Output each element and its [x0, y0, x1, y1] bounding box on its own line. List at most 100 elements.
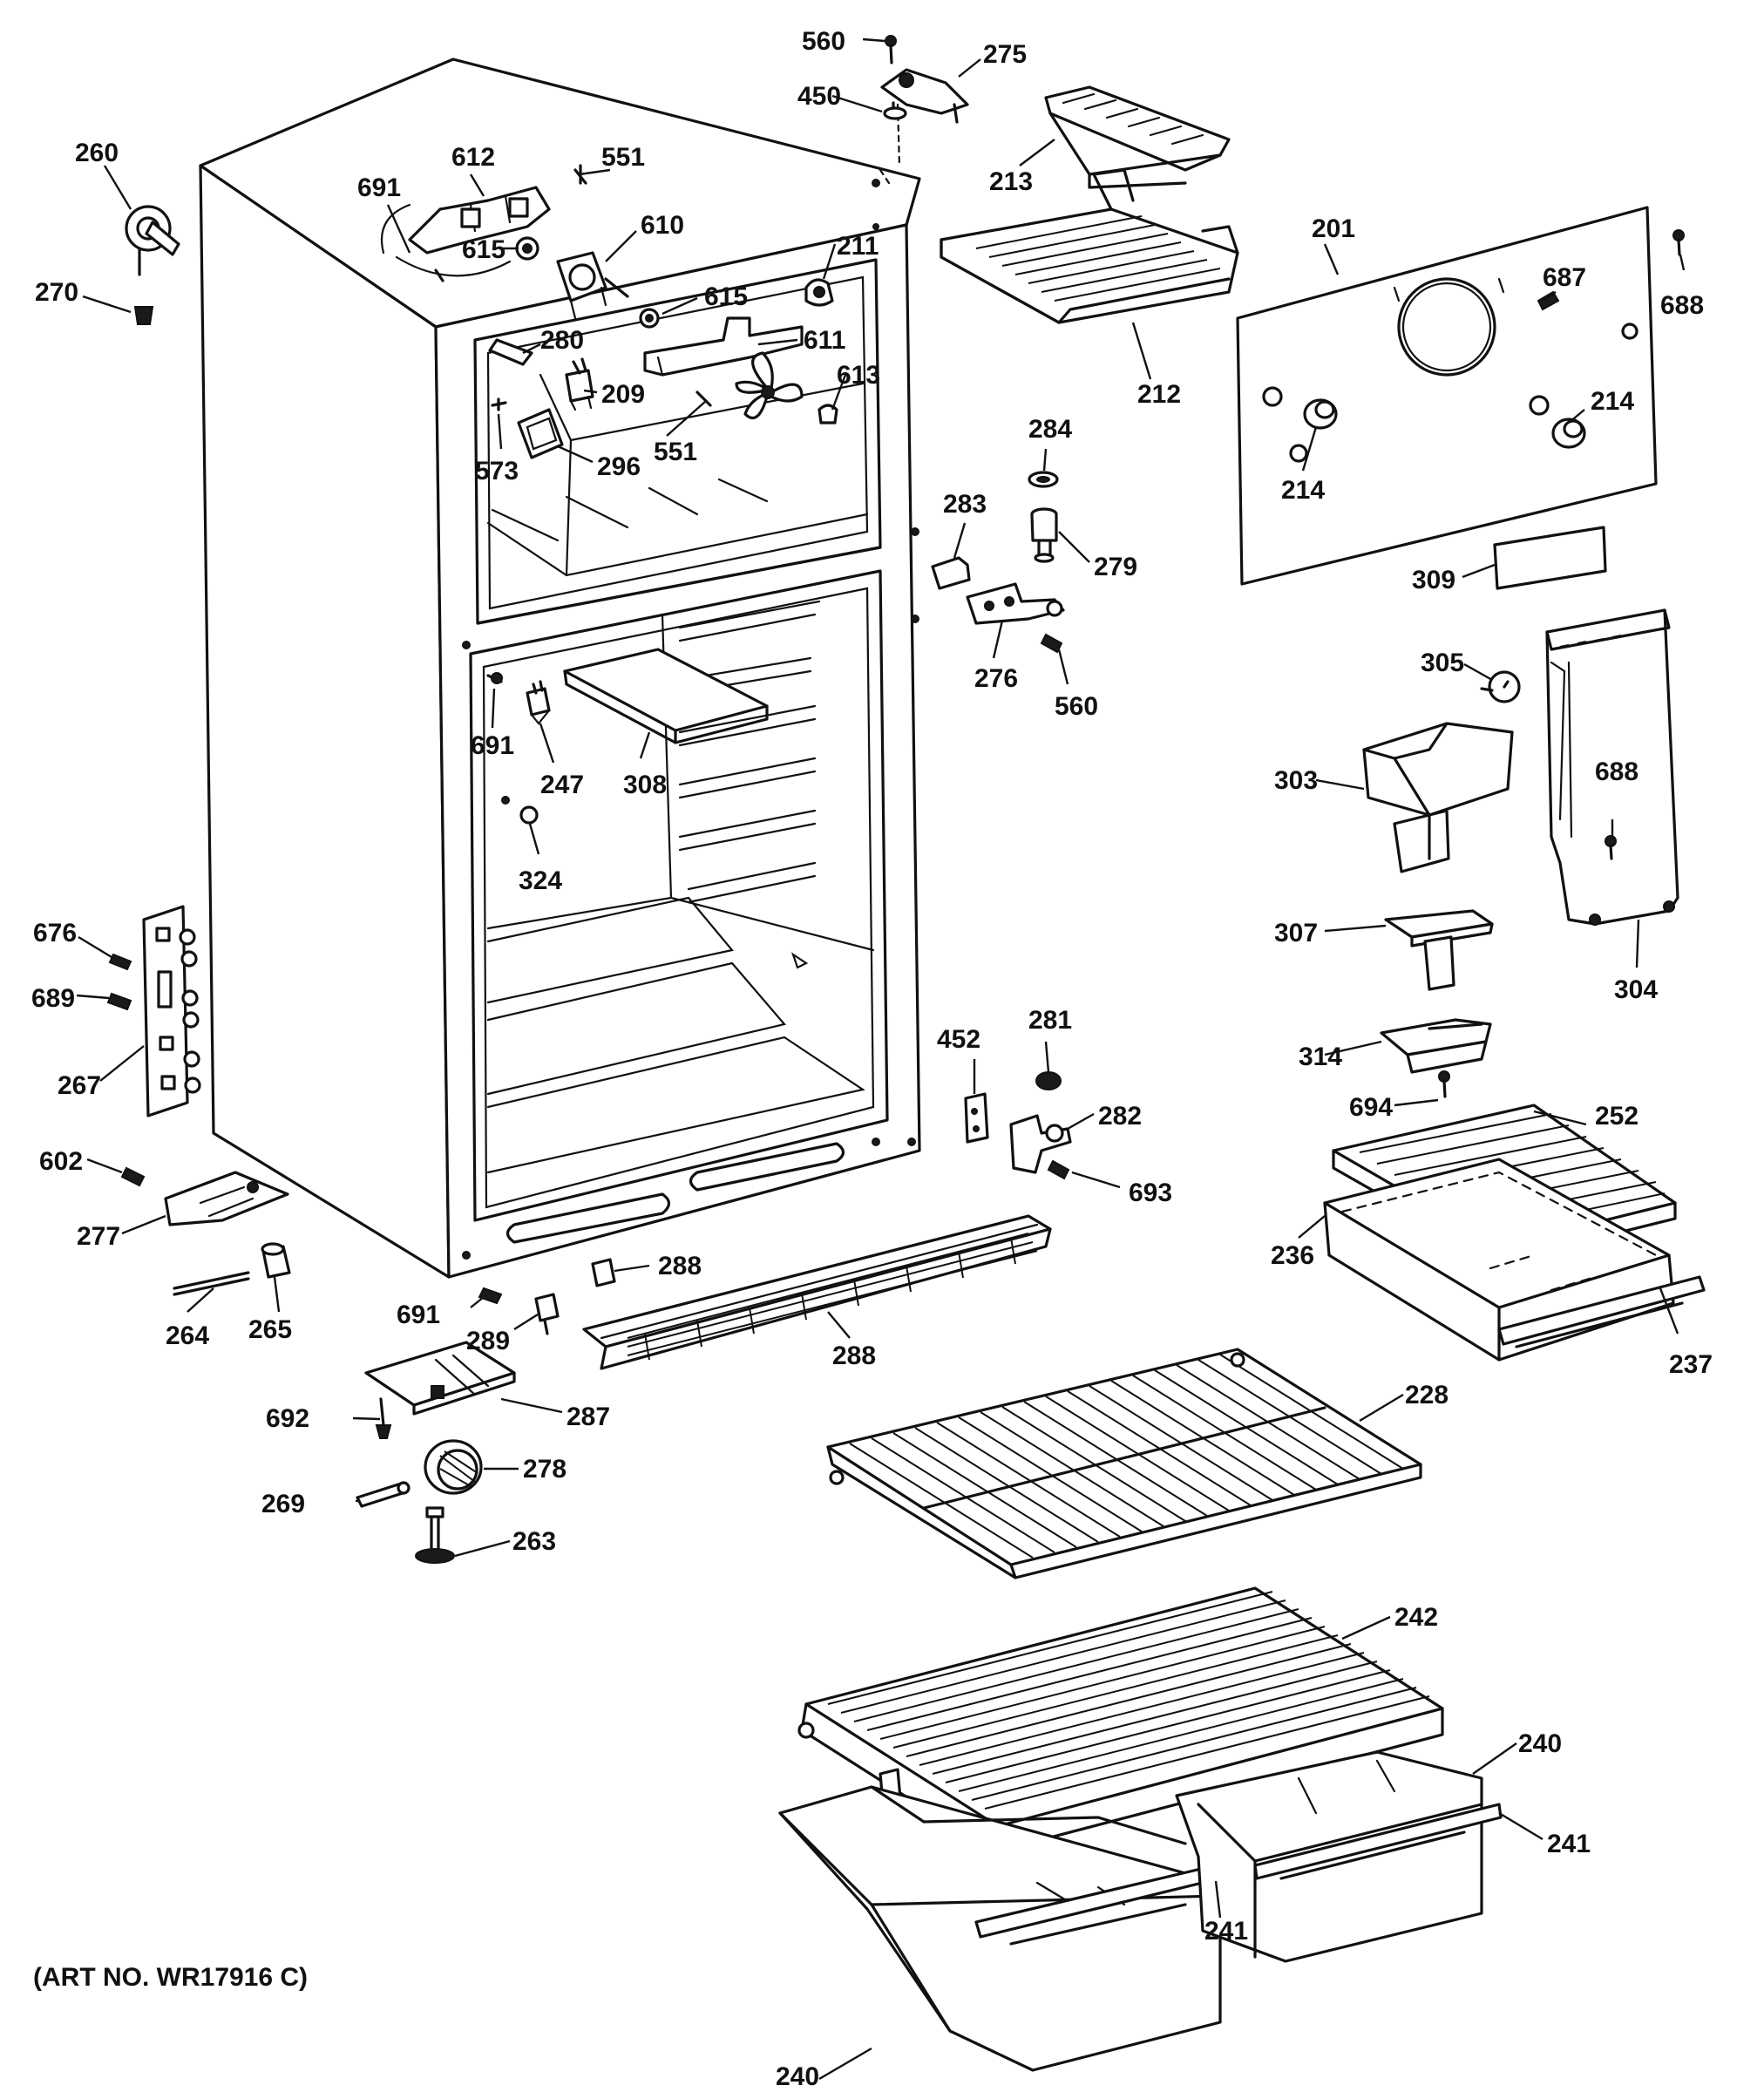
- callout-308: 308: [623, 771, 667, 799]
- callout-240: 240: [1518, 1729, 1562, 1758]
- cold-control-knob-211: [804, 278, 834, 307]
- callout-602: 602: [39, 1147, 83, 1176]
- callout-612: 612: [451, 143, 495, 172]
- screw-560-mid: [1040, 633, 1063, 654]
- light-bulb-305: [1480, 670, 1521, 703]
- housing-303: [1362, 722, 1514, 873]
- refrigerator-cabinet: [199, 58, 921, 1279]
- bottom-hinge-277: [164, 1171, 289, 1226]
- callout-689: 689: [31, 984, 75, 1013]
- callout-282: 282: [1098, 1102, 1142, 1131]
- callout-214: 214: [1591, 387, 1634, 416]
- base-grille-288: [582, 1214, 1052, 1370]
- fan-bracket-611: [643, 316, 804, 377]
- callout-264: 264: [166, 1321, 209, 1350]
- callout-694: 694: [1349, 1093, 1393, 1122]
- hinge-pin-264: [173, 1271, 250, 1296]
- callout-305: 305: [1421, 649, 1464, 677]
- bushing-265: [261, 1242, 291, 1279]
- lamp-socket-247: [526, 680, 551, 725]
- callout-307: 307: [1274, 919, 1318, 948]
- callout-211: 211: [837, 232, 879, 261]
- callout-551: 551: [601, 143, 645, 172]
- callout-693: 693: [1129, 1178, 1172, 1207]
- callout-276: 276: [974, 664, 1018, 693]
- thermostat-610: [556, 251, 629, 320]
- callout-611: 611: [804, 326, 845, 355]
- ice-tray-213: [1044, 85, 1231, 189]
- callout-688: 688: [1660, 291, 1704, 320]
- callout-452: 452: [937, 1025, 980, 1054]
- center-hinge-276: [966, 582, 1065, 625]
- callout-287: 287: [567, 1403, 610, 1431]
- screw-694: [1438, 1070, 1450, 1098]
- water-valve-260: [125, 205, 180, 276]
- callout-214: 214: [1281, 476, 1325, 505]
- ice-tray-rack-212: [940, 168, 1239, 324]
- air-duct-304: [1545, 608, 1679, 926]
- callout-212: 212: [1137, 380, 1181, 409]
- control-wiring-harness-612: [380, 186, 551, 277]
- callout-314: 314: [1299, 1043, 1342, 1071]
- light-shield-296: [517, 408, 564, 459]
- cap-270: [133, 306, 154, 325]
- callout-283: 283: [943, 490, 987, 519]
- callout-275: 275: [983, 40, 1027, 69]
- callout-247: 247: [540, 771, 584, 799]
- callout-560: 560: [1055, 692, 1098, 721]
- callout-560: 560: [802, 27, 845, 56]
- fan-blade-613: [735, 351, 838, 425]
- callout-263: 263: [512, 1527, 556, 1556]
- callout-296: 296: [597, 452, 641, 481]
- callout-241: 241: [1547, 1830, 1591, 1858]
- callout-284: 284: [1028, 415, 1072, 444]
- callout-615: 615: [462, 235, 505, 264]
- cover-314: [1380, 1018, 1492, 1074]
- callout-277: 277: [77, 1222, 120, 1251]
- screw-691-bottom: [478, 1287, 503, 1305]
- screw-691-left: [486, 672, 503, 684]
- callout-573: 573: [475, 457, 519, 486]
- callout-288: 288: [832, 1341, 876, 1370]
- bracket-283: [931, 556, 971, 590]
- hinge-pin-284: [1028, 471, 1059, 488]
- hinge-282: [1009, 1114, 1072, 1174]
- callout-267: 267: [58, 1071, 101, 1100]
- callout-241: 241: [1204, 1917, 1248, 1946]
- callout-281: 281: [1028, 1006, 1072, 1035]
- leveling-leg-263: [415, 1506, 455, 1564]
- callout-278: 278: [523, 1455, 567, 1484]
- wheel-278: [424, 1439, 483, 1495]
- screw-687: [1537, 290, 1560, 311]
- callout-280: 280: [540, 326, 584, 355]
- screw-693: [1047, 1159, 1070, 1180]
- screw-692: [375, 1397, 392, 1439]
- callout-613: 613: [837, 361, 880, 390]
- callout-676: 676: [33, 919, 77, 948]
- callout-240: 240: [776, 2062, 819, 2091]
- callout-270: 270: [35, 278, 78, 307]
- clip-289: [534, 1293, 560, 1335]
- screw-602: [120, 1166, 146, 1187]
- art-number-label: (ART NO. WR17916 C): [33, 1963, 308, 1992]
- axle-269: [356, 1481, 410, 1508]
- wire-shelf-228: [826, 1348, 1422, 1579]
- callout-228: 228: [1405, 1381, 1449, 1409]
- callout-304: 304: [1614, 975, 1658, 1004]
- callout-288: 288: [658, 1252, 702, 1280]
- callout-269: 269: [261, 1490, 305, 1518]
- screws-676-689: [106, 953, 132, 1011]
- leader-lines: [76, 37, 1686, 2081]
- callout-324: 324: [519, 866, 562, 895]
- callout-labels: 560 275 450 213 260 612 551 691 610 615 …: [31, 27, 1713, 2091]
- defrost-thermostat-280: [488, 338, 533, 366]
- cold-control-housing-308: [563, 648, 769, 744]
- label-309: [1493, 526, 1607, 590]
- callout-201: 201: [1312, 214, 1355, 243]
- callout-213: 213: [989, 167, 1033, 196]
- callout-303: 303: [1274, 766, 1318, 795]
- pan-front-237: [1497, 1275, 1706, 1348]
- callout-236: 236: [1271, 1241, 1314, 1270]
- callout-289: 289: [466, 1327, 510, 1355]
